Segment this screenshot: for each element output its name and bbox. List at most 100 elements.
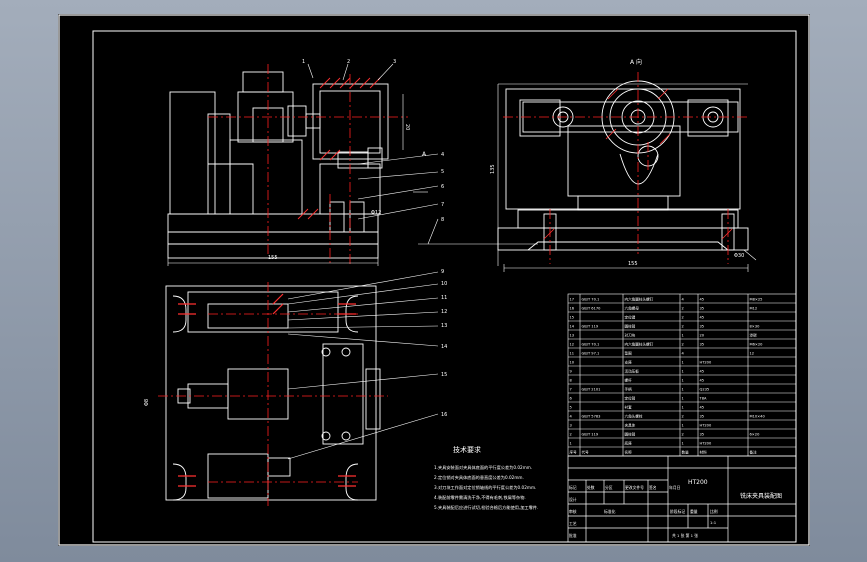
bom-cell: 1 (682, 369, 684, 373)
balloon-6: 6 (441, 184, 444, 190)
balloon-14: 14 (441, 344, 447, 350)
bom-cell: 5 (570, 405, 572, 409)
bom-header-cell: 材料 (700, 449, 708, 454)
front-view-centerlines (208, 64, 408, 264)
bom-cell: 4 (682, 351, 685, 355)
bom-cell: 45 (700, 369, 705, 373)
bom-cell: GB/T 97.1 (582, 351, 600, 355)
tech-req-2: 2.定位销对夹具体底面的垂直度公差为0.02mm. (434, 474, 524, 481)
bom-cell: 圆柱销 (625, 323, 636, 328)
bom-cell: GB/T 2101 (582, 387, 601, 391)
bom-cell: 六角头螺栓 (625, 413, 643, 418)
bom-cell: GB/T 119 (582, 324, 599, 328)
tb-scale: 比例 (710, 509, 718, 514)
bom-table (567, 293, 797, 457)
side-view-hatch (543, 88, 733, 240)
bom-cell: 1 (682, 396, 684, 400)
balloons-top: 9 10 11 12 13 14 15 16 (441, 269, 447, 418)
front-dims (167, 94, 428, 266)
front-dim-phi12: Φ12 (371, 210, 381, 216)
front-dim-155: 155 (268, 255, 278, 261)
bom-cell: 2 (682, 315, 684, 319)
assembly-drawing[interactable]: 155 20 Φ12 A 1 2 3 4 5 6 (58, 14, 810, 546)
balloon-11: 11 (441, 295, 447, 301)
bom-cell: 4 (682, 297, 685, 301)
tb-sign: 签名 (649, 485, 657, 490)
tech-req-title: 技术要求 (453, 445, 481, 454)
side-dims (497, 83, 757, 272)
bom-cell: 17 (570, 297, 575, 301)
bom-cell: 定位键 (625, 314, 636, 319)
bom-cell: GB/T 5783 (582, 414, 601, 418)
top-view-centerlines (158, 282, 388, 506)
bom-cell: Q235 (700, 387, 710, 391)
balloon-1: 1 (302, 59, 305, 65)
balloon-3: 3 (393, 59, 396, 65)
bom-cell: 7 (570, 387, 572, 391)
tech-req-1: 1.夹具安装面对夹具体底面的平行度公差为0.02mm. (434, 464, 532, 471)
bom-cell: 活动压板 (625, 368, 640, 373)
tb-process: 工艺 (569, 521, 577, 526)
drawing-sheet: 155 20 Φ12 A 1 2 3 4 5 6 (58, 14, 810, 546)
bom-cell: 内六角圆柱头螺钉 (625, 296, 654, 301)
bom-cell: GB/T 119 (582, 432, 599, 436)
bom-cell: 13 (570, 333, 575, 337)
bom-cell: 16 (570, 306, 575, 310)
title-block-text: 标记 处数 分区 更改文件号 签名 年月日 设计 审核 工艺 批准 标准化 阶段… (569, 485, 718, 538)
tb-stage: 阶段标记 (670, 509, 685, 514)
outer-frame (58, 14, 810, 546)
balloon-16: 16 (441, 412, 447, 418)
tb-sheet-info: 共 1 张 第 1 张 (672, 533, 698, 538)
bom-cell: 11 (570, 351, 575, 355)
bom-cell: 8 (570, 378, 573, 382)
bom-cell: T8A (699, 396, 707, 400)
side-view (497, 80, 749, 251)
balloon-12: 12 (441, 309, 447, 315)
bom-cell: 45 (700, 315, 705, 319)
bom-cell: 垫圈 (625, 350, 633, 355)
balloon-10: 10 (441, 281, 447, 287)
drawing-title: 铣床夹具装配图 (740, 492, 782, 500)
side-dim-135: 135 (490, 164, 496, 174)
bom-cell: 定位销 (625, 395, 636, 400)
bom-cell: 螺杆 (625, 377, 633, 382)
bom-cell: 2 (570, 432, 572, 436)
bom-cell: HT200 (700, 423, 712, 427)
balloons-front: 1 2 3 4 5 6 7 8 (302, 59, 444, 223)
tech-req-lines: 1.夹具安装面对夹具体底面的平行度公差为0.02mm. 2.定位销对夹具体底面的… (434, 464, 538, 511)
bom-cell: 12 (750, 351, 755, 355)
bom-cell: M12 (750, 306, 758, 310)
bom-cell: 1 (682, 423, 684, 427)
bom-cell: 14 (570, 324, 575, 328)
bom-header-cell: 名称 (625, 449, 633, 454)
bom-cell: 六角螺母 (625, 305, 640, 310)
tb-approve: 批准 (569, 533, 577, 538)
bom-header-cell: 序号 (570, 449, 578, 454)
bom-cell: 2 (682, 342, 684, 346)
tb-mark: 标记 (569, 485, 577, 490)
balloon-4: 4 (441, 152, 444, 158)
balloon-2: 2 (347, 59, 350, 65)
top-view-hatch (178, 293, 356, 487)
balloon-9: 9 (441, 269, 444, 275)
bom-cell: 35 (700, 342, 705, 346)
side-view-centerlines (503, 72, 748, 264)
tech-req-5: 5.夹具装配后应进行试切,检验合格后方能使用,加工零件. (434, 504, 538, 511)
tb-scale-value: 1:1 (710, 520, 717, 525)
section-marker-a: A (422, 151, 427, 158)
bom-cell: 2 (682, 414, 684, 418)
tb-count: 处数 (587, 485, 595, 490)
bom-header-cell: 数量 (682, 449, 690, 454)
tb-change-doc: 更改文件号 (625, 485, 644, 490)
bom-cell: 20 (700, 333, 705, 337)
bom-cell: HT200 (700, 441, 712, 445)
front-view (167, 71, 389, 259)
tech-req-4: 4.装配前零件需清洗干净,不得有毛刺,铁屑等杂物. (434, 494, 526, 501)
bom-cell: 15 (570, 315, 575, 319)
bom-cell: 10 (570, 360, 575, 364)
view-label-a: A 向 (630, 58, 642, 66)
bom-cell: 35 (700, 414, 705, 418)
bom-cell: 45 (700, 297, 705, 301)
tb-review: 审核 (569, 509, 577, 514)
